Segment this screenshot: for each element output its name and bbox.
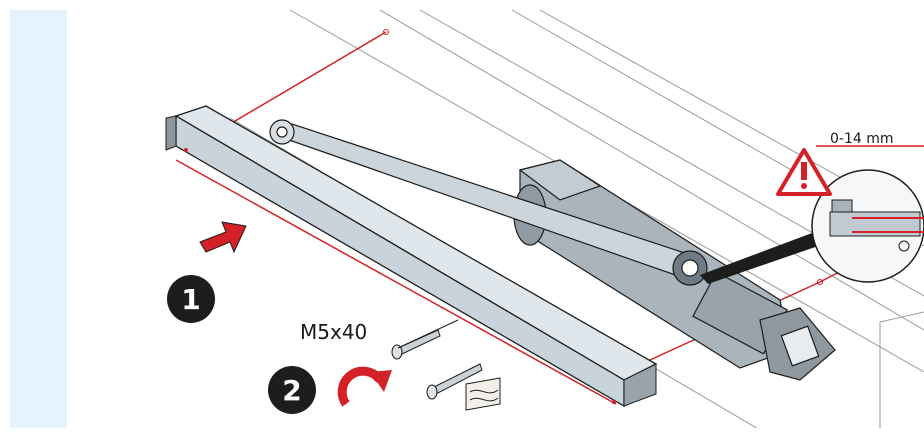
mount-hole-right: [817, 279, 823, 285]
tolerance-label: 0-14 mm: [830, 131, 894, 147]
step-1-badge: 1: [167, 275, 215, 323]
arrow-right-icon: [199, 221, 247, 254]
closer-arm: [269, 119, 708, 286]
mount-hole-top: [383, 29, 389, 35]
screws: [391, 319, 483, 400]
screw-size-label: M5x40: [300, 320, 368, 344]
step-2-badge: 2: [268, 366, 316, 414]
wood-icon: [465, 377, 501, 411]
alignment-lines: [175, 31, 924, 405]
side-panel: [10, 10, 67, 428]
magnified-detail: [700, 169, 924, 284]
rotate-arrow-icon: [337, 366, 392, 407]
slide-rail: [165, 105, 658, 408]
warning-icon: [776, 148, 832, 196]
